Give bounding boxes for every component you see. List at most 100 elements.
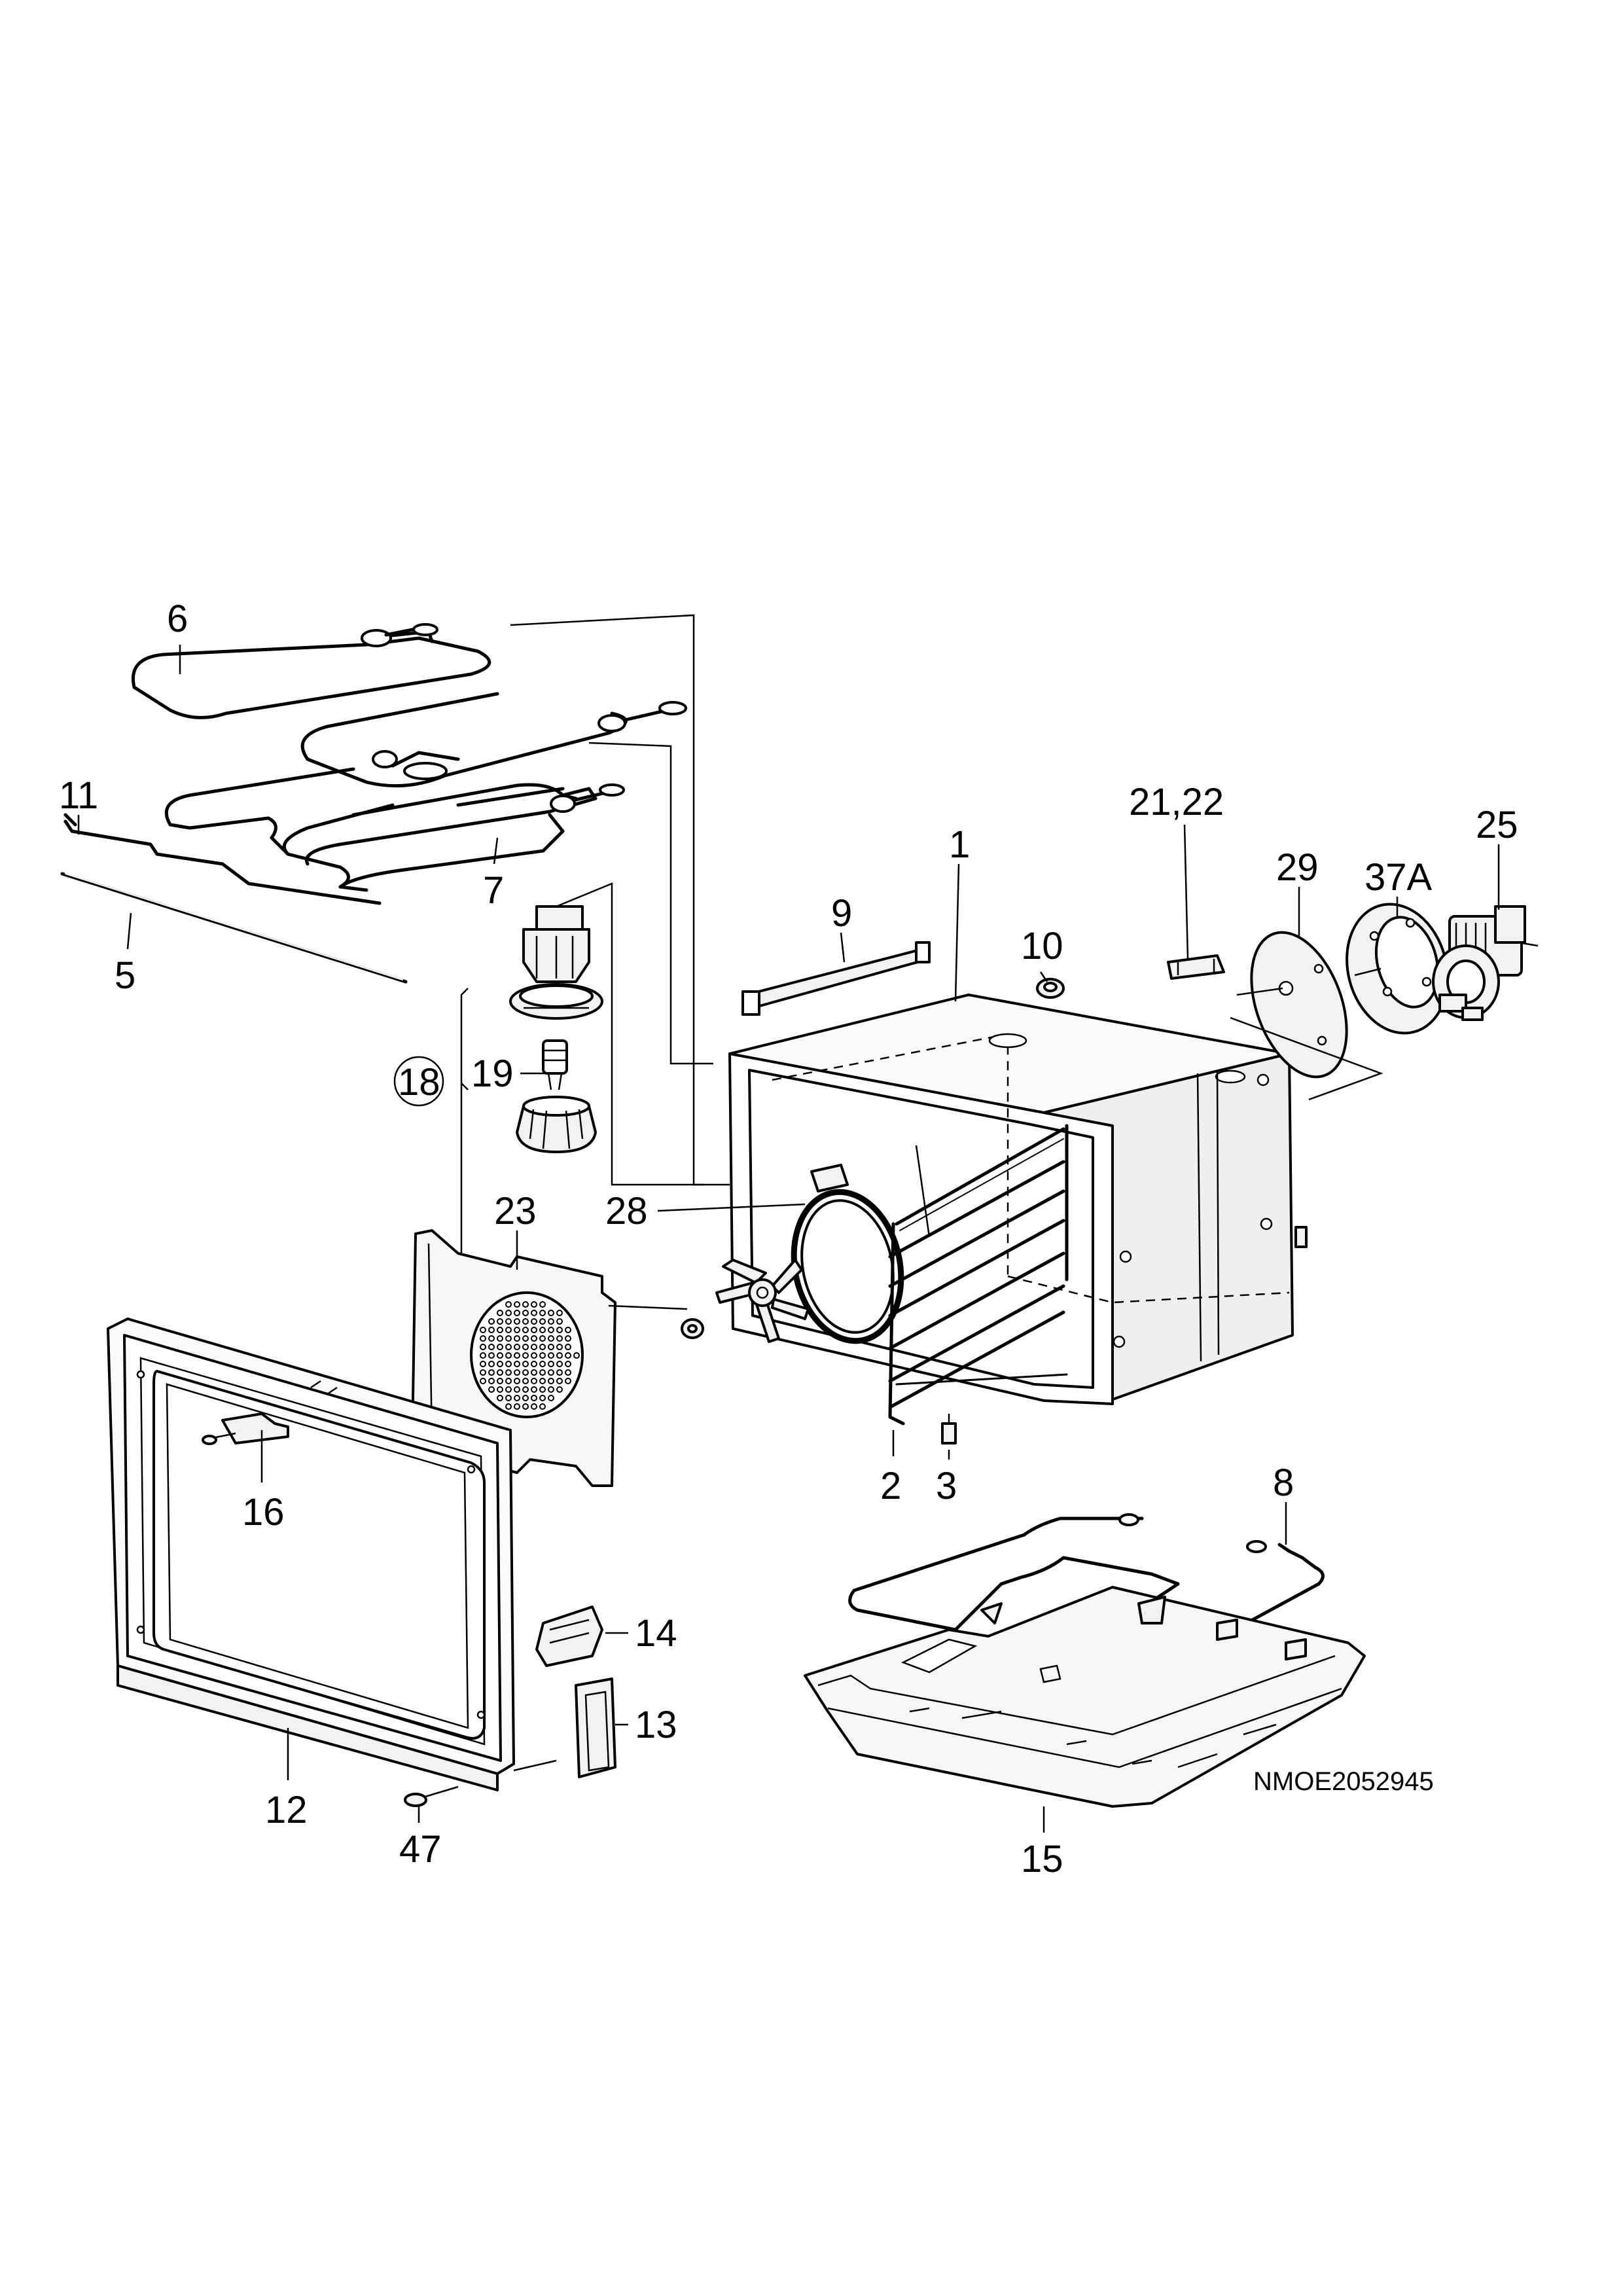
grille-hole bbox=[548, 1352, 554, 1359]
grille-hole bbox=[556, 1310, 563, 1316]
grille-hole bbox=[573, 1352, 580, 1359]
door-frame bbox=[107, 1318, 515, 1791]
label-13: 13 bbox=[635, 1704, 677, 1746]
grille-hole bbox=[548, 1344, 554, 1350]
top-rail bbox=[741, 941, 931, 1016]
grille-hole bbox=[514, 1378, 520, 1384]
grille-hole bbox=[488, 1318, 495, 1325]
grille-hole bbox=[539, 1310, 546, 1316]
grille-hole bbox=[556, 1344, 563, 1350]
label-9: 9 bbox=[831, 892, 852, 935]
grille-hole bbox=[522, 1301, 529, 1308]
oven-base-plate bbox=[804, 1586, 1366, 1808]
fan-ring-and-blade bbox=[681, 1164, 904, 1344]
grille-hole bbox=[488, 1352, 495, 1359]
label-8: 8 bbox=[1273, 1462, 1294, 1504]
label-25: 25 bbox=[1476, 804, 1518, 846]
label-16: 16 bbox=[242, 1491, 285, 1534]
grille-hole bbox=[531, 1327, 537, 1333]
grille-hole bbox=[548, 1310, 554, 1316]
label-47: 47 bbox=[399, 1828, 442, 1871]
grille-hole bbox=[505, 1318, 512, 1325]
grille-hole bbox=[480, 1378, 486, 1384]
grille-hole bbox=[505, 1386, 512, 1393]
grille-hole bbox=[522, 1318, 529, 1325]
grille-hole bbox=[514, 1403, 520, 1410]
label-28: 28 bbox=[605, 1190, 648, 1232]
grille-hole bbox=[548, 1335, 554, 1342]
grille-hole bbox=[488, 1369, 495, 1376]
grille-hole bbox=[488, 1386, 495, 1393]
grille-hole bbox=[505, 1378, 512, 1384]
shelf-support-rail bbox=[63, 813, 382, 905]
grille-hole bbox=[556, 1378, 563, 1384]
grommet bbox=[1036, 978, 1065, 999]
grille-hole bbox=[539, 1378, 546, 1384]
grille-hole bbox=[505, 1403, 512, 1410]
grille-hole bbox=[522, 1352, 529, 1359]
label-15: 15 bbox=[1021, 1838, 1063, 1880]
grille-hole bbox=[497, 1395, 503, 1401]
grille-hole bbox=[514, 1318, 520, 1325]
label-1: 1 bbox=[949, 823, 970, 866]
label-14: 14 bbox=[635, 1612, 677, 1655]
fan-motor bbox=[1432, 905, 1539, 1021]
grille-hole bbox=[522, 1378, 529, 1384]
grille-hole bbox=[522, 1395, 529, 1401]
grille-hole bbox=[531, 1301, 537, 1308]
grille-hole bbox=[548, 1386, 554, 1393]
grille-hole bbox=[488, 1378, 495, 1384]
grille-hole bbox=[548, 1327, 554, 1333]
grille-hole bbox=[522, 1344, 529, 1350]
grille-hole bbox=[497, 1318, 503, 1325]
grille-hole bbox=[497, 1344, 503, 1350]
grille-hole bbox=[556, 1318, 563, 1325]
grille-hole bbox=[522, 1403, 529, 1410]
wiring-leaders bbox=[510, 614, 931, 1238]
grille-hole bbox=[505, 1310, 512, 1316]
grille-hole bbox=[505, 1301, 512, 1308]
grille-hole bbox=[565, 1344, 571, 1350]
grille-hole bbox=[505, 1344, 512, 1350]
grille-hole bbox=[556, 1352, 563, 1359]
grille-hole bbox=[565, 1327, 571, 1333]
label-12: 12 bbox=[265, 1789, 308, 1831]
motor-cover-plate bbox=[1236, 931, 1348, 1079]
grille-hole bbox=[514, 1369, 520, 1376]
label-2: 2 bbox=[880, 1465, 901, 1507]
guide-rail bbox=[60, 872, 408, 984]
motor-flange bbox=[1346, 903, 1449, 1035]
grille-hole bbox=[514, 1335, 520, 1342]
grille-hole bbox=[531, 1344, 537, 1350]
label-7: 7 bbox=[483, 869, 504, 912]
grille-hole bbox=[497, 1369, 503, 1376]
grille-hole bbox=[514, 1361, 520, 1367]
grille-hole bbox=[497, 1361, 503, 1367]
part-labels: 1 2 3 5 6 7 8 9 10 11 12 13 14 15 16 18 … bbox=[59, 598, 1518, 1880]
grille-hole bbox=[531, 1361, 537, 1367]
label-leader-lines bbox=[77, 645, 1500, 1833]
grille-hole bbox=[505, 1335, 512, 1342]
grille-hole bbox=[539, 1318, 546, 1325]
grille-hole bbox=[556, 1335, 563, 1342]
grille-hole bbox=[565, 1361, 571, 1367]
grille-hole bbox=[480, 1361, 486, 1367]
grille-hole bbox=[480, 1352, 486, 1359]
fixing-clip bbox=[941, 1414, 957, 1444]
grille-hole bbox=[539, 1344, 546, 1350]
label-37a: 37A bbox=[1364, 856, 1433, 899]
grille-hole bbox=[514, 1386, 520, 1393]
grille-hole bbox=[505, 1361, 512, 1367]
grille-hole bbox=[497, 1352, 503, 1359]
grille-hole bbox=[514, 1327, 520, 1333]
grille-hole bbox=[522, 1327, 529, 1333]
grille-hole bbox=[548, 1318, 554, 1325]
grille-hole bbox=[505, 1395, 512, 1401]
grille-hole bbox=[505, 1327, 512, 1333]
grille-hole bbox=[531, 1378, 537, 1384]
grille-hole bbox=[531, 1318, 537, 1325]
grille-hole bbox=[488, 1344, 495, 1350]
grille-hole bbox=[522, 1335, 529, 1342]
grille-hole bbox=[522, 1361, 529, 1367]
grille-hole bbox=[514, 1301, 520, 1308]
